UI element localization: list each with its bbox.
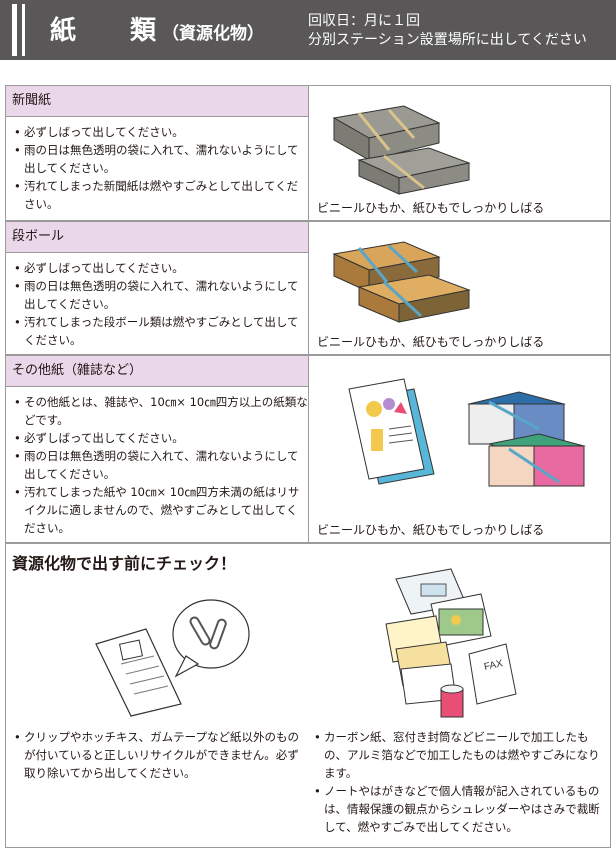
- instruction-item: 必ずしばって出してください。: [14, 259, 308, 277]
- collection-location: 分別ステーション設置場所に出してください: [308, 32, 587, 48]
- collection-schedule: 回収日：月に１回: [308, 13, 420, 29]
- check-item: カーボン紙、窓付き封筒などビニールで加工したもの、アルミ箔などで加工したものは燃…: [314, 728, 606, 782]
- check-item: ノートやはがきなどで個人情報が記入されているものは、情報保護の観点からシュレッダ…: [314, 782, 606, 836]
- category-label: その他紙（雑誌など）: [6, 356, 308, 387]
- instruction-item: 雨の日は無色透明の袋に入れて、濡れないようにして出してください。: [14, 447, 308, 483]
- cardboard-bundle-icon: [332, 241, 471, 323]
- tie-caption: ビニールひもか、紙ひもでしっかりしばる: [317, 201, 545, 215]
- pre-check-section: 資源化物で出す前にチェック！ FAX クリップやホッチキス、ガムテープなど紙以外…: [5, 543, 611, 848]
- instruction-item: 汚れてしまった新聞紙は燃やすごみとして出してください。: [14, 177, 308, 213]
- collection-info: 回収日：月に１回 分別ステーション設置場所に出してください: [308, 12, 587, 50]
- page-title: 紙 類（資源化物）: [50, 16, 265, 46]
- check-list-right: カーボン紙、窓付き封筒などビニールで加工したもの、アルミ箔などで加工したものは燃…: [314, 728, 606, 836]
- check-list-left: クリップやホッチキス、ガムテープなど紙以外のものが付いていると正しいリサイクルが…: [14, 728, 304, 782]
- clip-paper-icon: [95, 599, 250, 717]
- instruction-item: 汚れてしまった段ボール類は燃やすごみとして出してください。: [14, 313, 308, 349]
- section-other-paper: その他紙（雑誌など） その他紙とは、雑誌や、10㎝× 10㎝四方以上の紙類などで…: [5, 355, 611, 543]
- instruction-item: その他紙とは、雑誌や、10㎝× 10㎝四方以上の紙類などです。: [14, 393, 308, 429]
- instruction-item: 必ずしばって出してください。: [14, 429, 308, 447]
- instruction-list: その他紙とは、雑誌や、10㎝× 10㎝四方以上の紙類などです。 必ずしばって出し…: [6, 393, 308, 537]
- magazine-bundle-icon: [348, 378, 586, 487]
- tie-caption: ビニールひもか、紙ひもでしっかりしばる: [317, 335, 545, 349]
- section-cardboard: 段ボール 必ずしばって出してください。 雨の日は無色透明の袋に入れて、濡れないよ…: [5, 221, 611, 355]
- page-subtitle: （資源化物）: [162, 24, 265, 44]
- header-accent-bar: [12, 4, 17, 56]
- instruction-item: 汚れてしまった紙や 10㎝× 10㎝四方未満の紙はリサイクルに適しませんので、燃…: [14, 483, 308, 537]
- non-recyclable-paper-icon: FAX: [385, 568, 517, 718]
- newspaper-bundle-icon: [332, 105, 471, 195]
- fax-label: FAX: [483, 658, 504, 673]
- instruction-item: 雨の日は無色透明の袋に入れて、濡れないようにして出してください。: [14, 141, 308, 177]
- check-item: クリップやホッチキス、ガムテープなど紙以外のものが付いていると正しいリサイクルが…: [14, 728, 304, 782]
- section-newspaper: 新聞紙 必ずしばって出してください。 雨の日は無色透明の袋に入れて、濡れないよう…: [5, 85, 611, 221]
- header-accent-bar: [22, 4, 25, 56]
- check-heading: 資源化物で出す前にチェック！: [12, 554, 237, 573]
- category-label: 段ボール: [6, 222, 308, 253]
- instruction-list: 必ずしばって出してください。 雨の日は無色透明の袋に入れて、濡れないようにして出…: [6, 123, 308, 213]
- page-header: 紙 類（資源化物） 回収日：月に１回 分別ステーション設置場所に出してください: [0, 0, 616, 60]
- instruction-item: 雨の日は無色透明の袋に入れて、濡れないようにして出してください。: [14, 277, 308, 313]
- instruction-item: 必ずしばって出してください。: [14, 123, 308, 141]
- instruction-list: 必ずしばって出してください。 雨の日は無色透明の袋に入れて、濡れないようにして出…: [6, 259, 308, 349]
- tie-caption: ビニールひもか、紙ひもでしっかりしばる: [317, 523, 545, 537]
- category-label: 新聞紙: [6, 86, 308, 117]
